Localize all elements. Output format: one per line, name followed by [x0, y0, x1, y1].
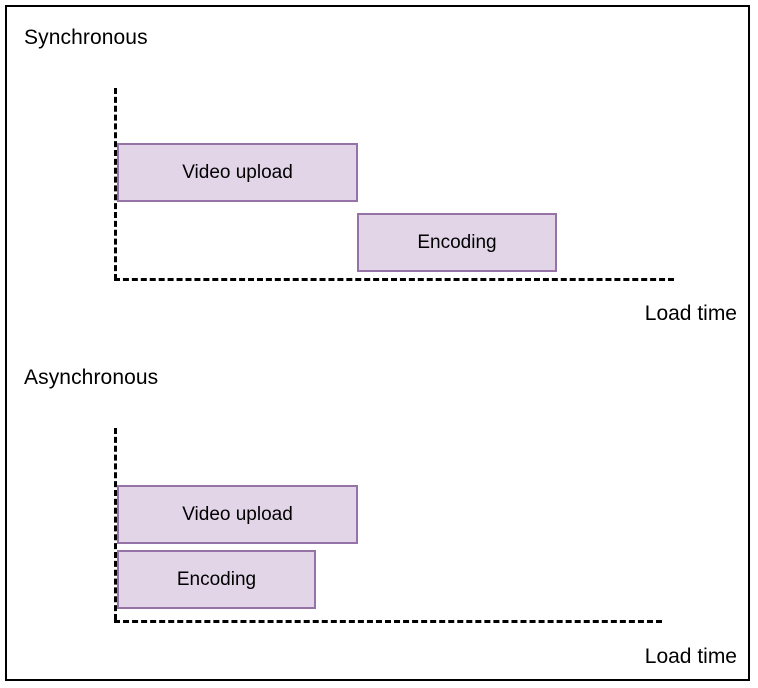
async-bar-encoding-label: Encoding	[176, 569, 257, 590]
async-bar-video-upload[interactable]: Video upload	[117, 485, 358, 544]
sync-bar-video-upload-label: Video upload	[182, 162, 293, 183]
section-title-asynchronous: Asynchronous	[24, 366, 159, 389]
async-bar-video-upload-label: Video upload	[182, 504, 293, 525]
sync-bar-video-upload[interactable]: Video upload	[117, 143, 358, 202]
diagram-frame: Synchronous Video upload Encoding Load t…	[5, 5, 750, 681]
sync-bar-encoding-label: Encoding	[417, 232, 497, 253]
sync-baseline-guideline	[114, 278, 674, 281]
async-bar-encoding[interactable]: Encoding	[117, 550, 316, 609]
sync-bar-encoding[interactable]: Encoding	[357, 213, 557, 272]
section-title-synchronous: Synchronous	[24, 26, 148, 49]
async-start-guideline	[114, 428, 117, 620]
sync-start-guideline	[114, 88, 117, 280]
async-axis-label-load-time: Load time	[644, 645, 737, 668]
async-baseline-guideline	[114, 620, 662, 623]
sync-axis-label-load-time: Load time	[644, 302, 737, 325]
